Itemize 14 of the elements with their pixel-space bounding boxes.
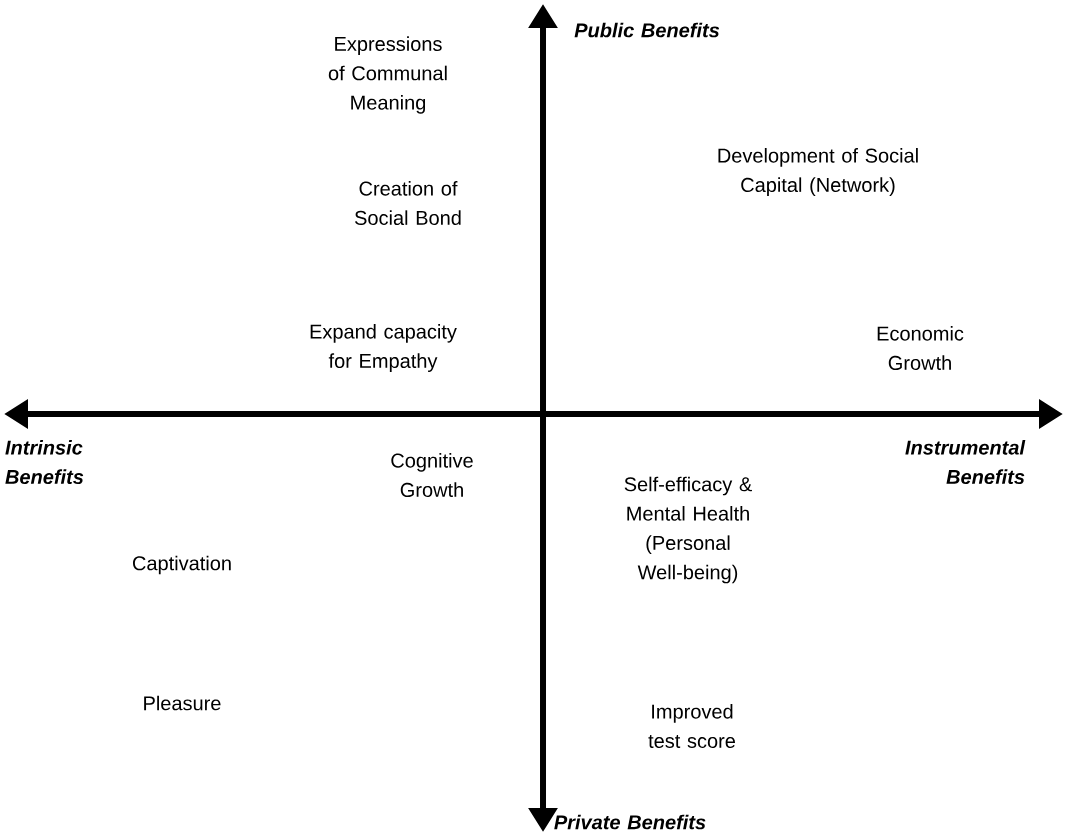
quadrant-label: Pleasure xyxy=(144,695,221,711)
axis-label: Instrumental Benefits xyxy=(905,440,1026,484)
quadrant-label: Captivation xyxy=(133,555,231,575)
axis-label: Intrinsic Benefits xyxy=(5,440,84,484)
axis-label: Private Benefits xyxy=(554,814,706,830)
quadrant-label: Expressions of Communal Meaning xyxy=(328,36,447,114)
quadrant-label: Improved test score xyxy=(648,704,735,748)
quadrant-label: Development of Social Capital (Network) xyxy=(718,148,918,196)
quadrant-label: Cognitive Growth xyxy=(391,453,473,497)
quadrant-label: Self-efficacy & Mental Health (Personal Well-being) xyxy=(624,476,752,584)
quadrant-label: Creation of Social Bond xyxy=(355,181,461,225)
quadrant-label: Expand capacity for Empathy xyxy=(310,324,457,372)
axis-label: Public Benefits xyxy=(574,22,720,38)
quadrant-label: Economic Growth xyxy=(877,326,964,370)
